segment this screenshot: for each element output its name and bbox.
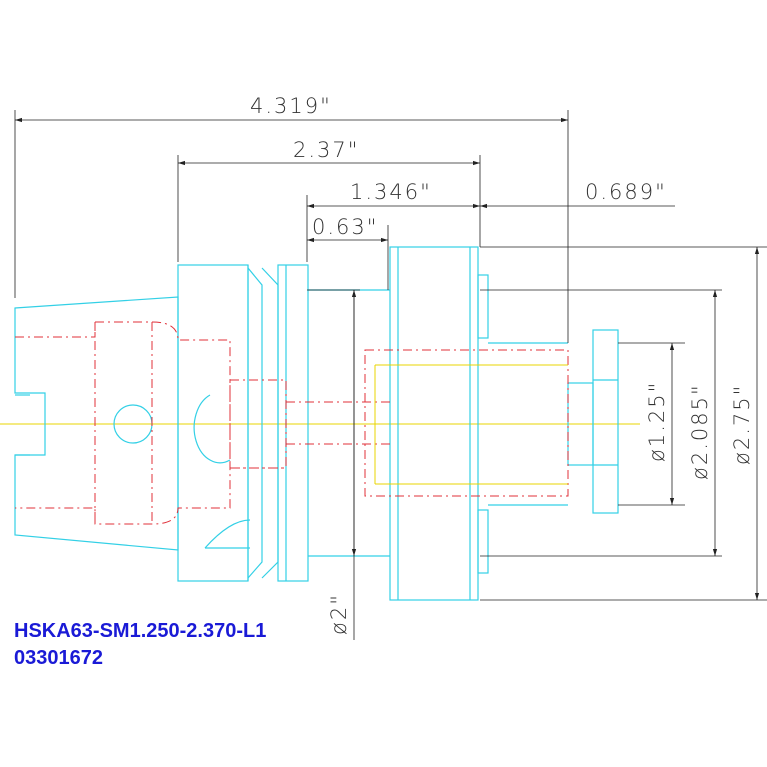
dim-dia-flange: ø2.085" bbox=[688, 383, 712, 480]
dim-pilot-offset: 0.63" bbox=[312, 215, 378, 239]
part-number-label: HSKA63-SM1.250-2.370-L1 bbox=[14, 620, 267, 642]
hidden-lines bbox=[15, 321, 569, 525]
dim-dia-shank: ø2" bbox=[327, 593, 351, 635]
dim-overall-length: 4.319" bbox=[250, 94, 332, 118]
dim-body-length: 1.346" bbox=[350, 180, 432, 204]
dim-nose-length: 0.689" bbox=[585, 180, 667, 204]
bore-detail bbox=[374, 364, 568, 485]
dimension-lines bbox=[14, 110, 767, 640]
dim-dia-outer: ø2.75" bbox=[730, 384, 754, 465]
part-code-label: 03301672 bbox=[14, 647, 103, 669]
dim-dia-bore: ø1.25" bbox=[645, 381, 669, 462]
dim-gauge-length: 2.37" bbox=[293, 138, 359, 162]
